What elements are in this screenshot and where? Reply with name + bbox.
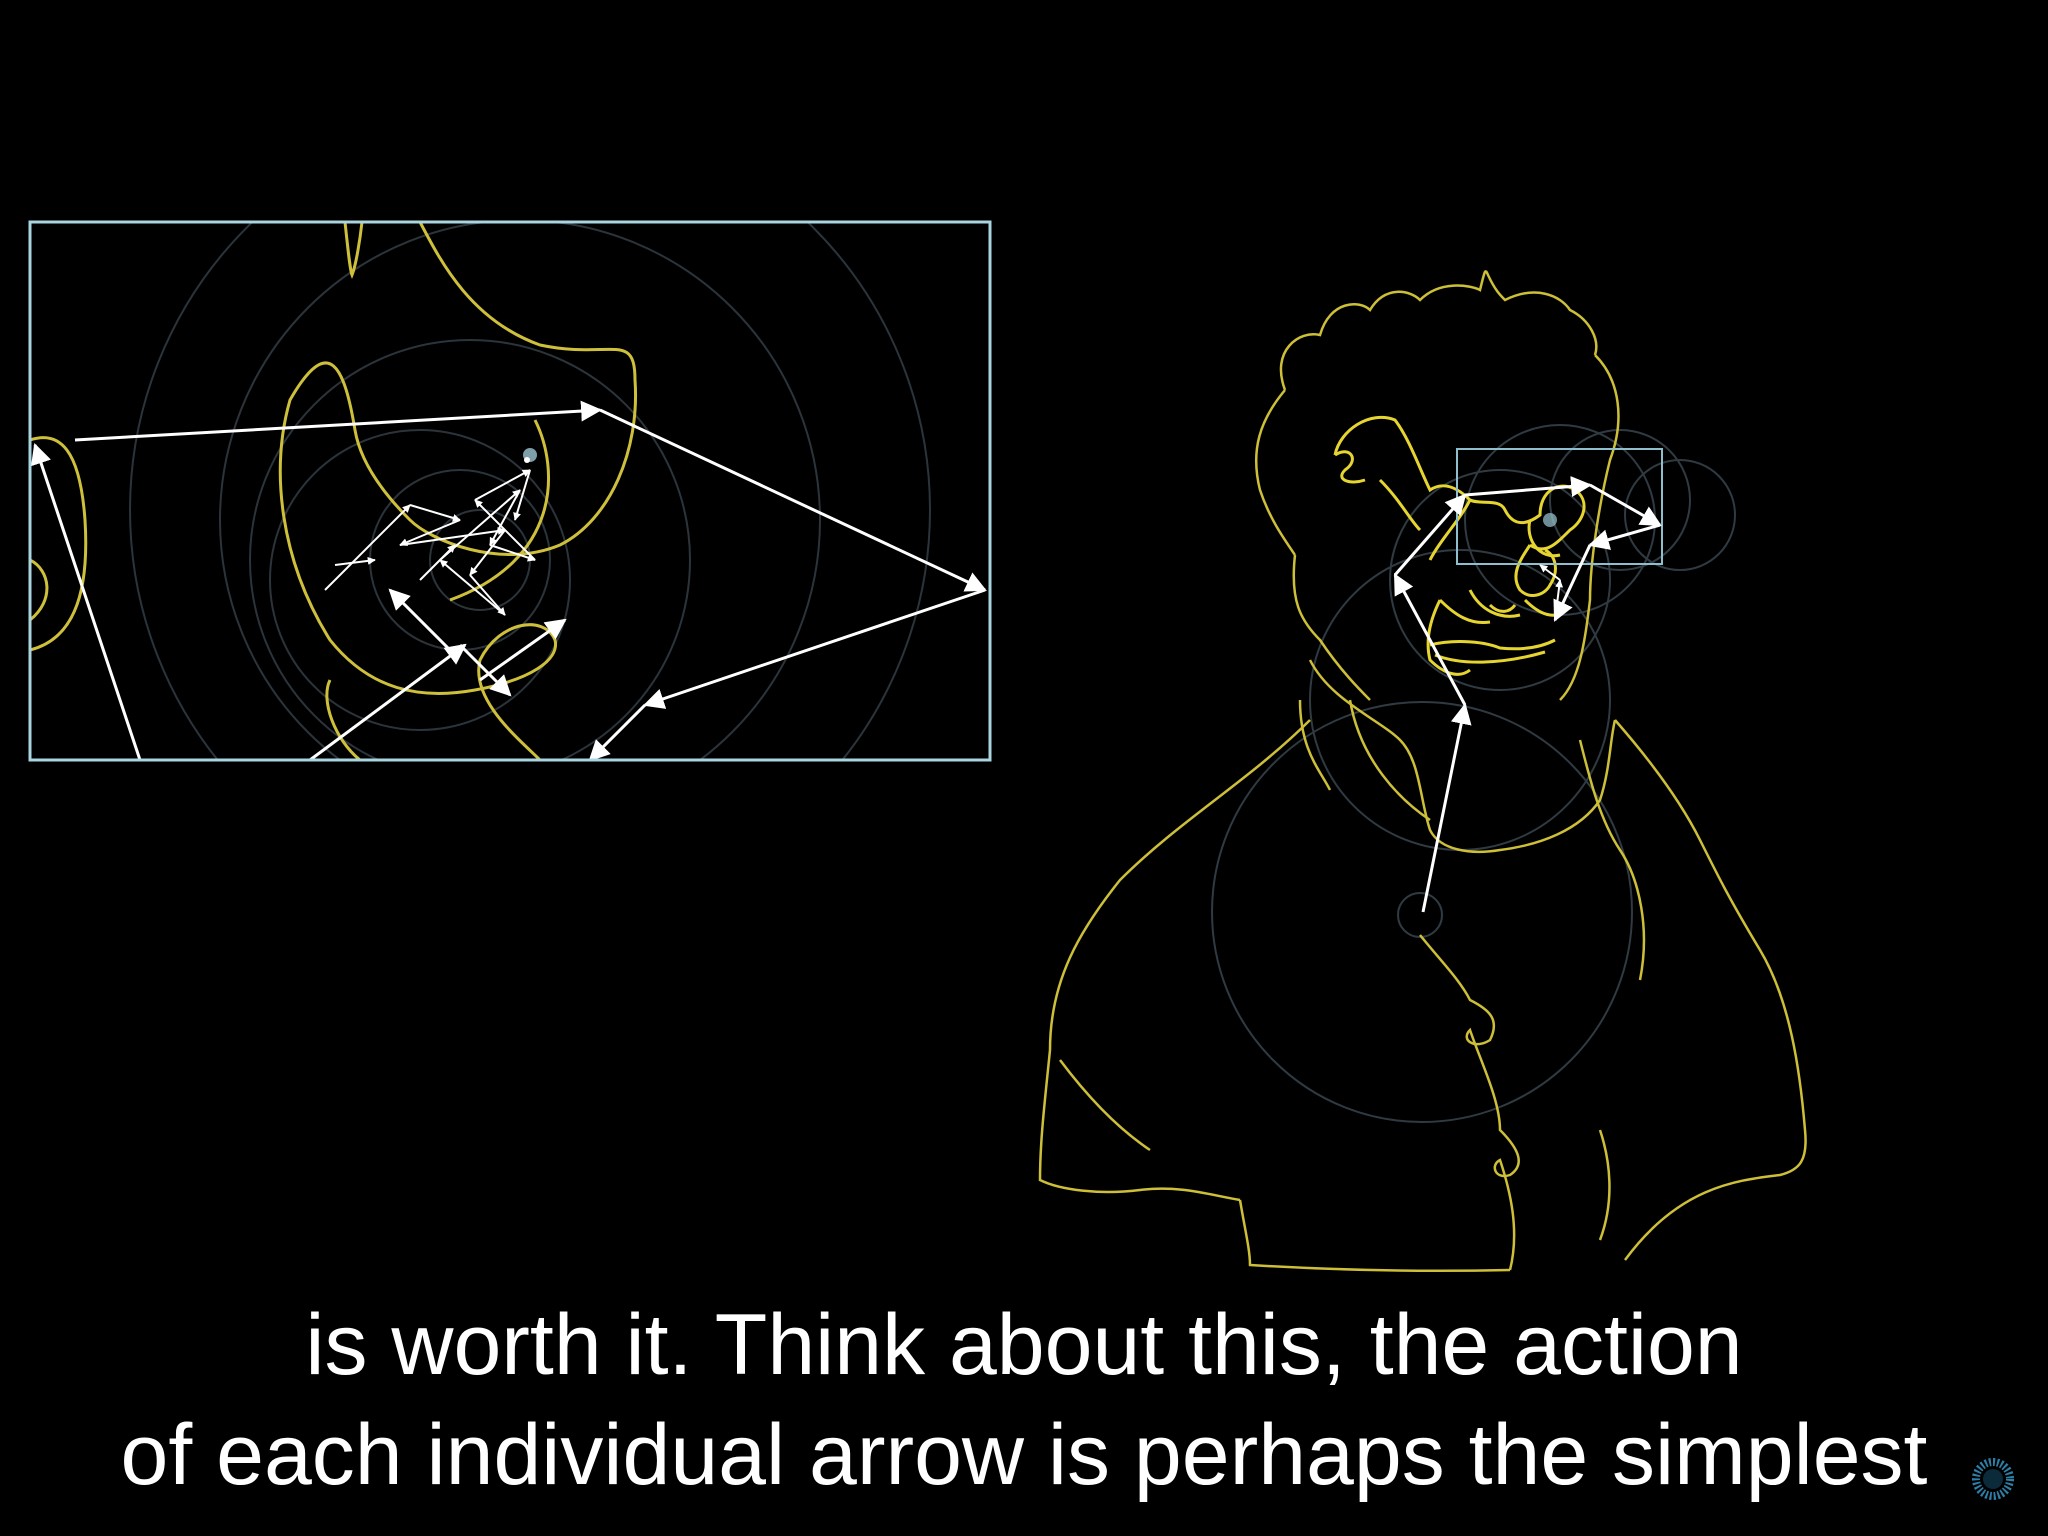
zoom-inset-frame: [28, 220, 992, 762]
loading-spinner-icon: [1972, 1458, 2014, 1500]
portrait-epicycles: [1211, 424, 1736, 1123]
subtitle-line-1: is worth it. Think about this, the actio…: [305, 1297, 1743, 1393]
inset-arrows: [31, 400, 987, 760]
portrait-arrows: [1393, 476, 1662, 913]
portrait-face-detail: [1333, 415, 1586, 676]
portrait-outline: [1038, 270, 1807, 1273]
subtitle-caption: is worth it. Think about this, the actio…: [0, 1290, 2048, 1510]
subtitle-line-2: of each individual arrow is perhaps the …: [120, 1407, 1928, 1503]
inset-outline: [30, 222, 638, 760]
inset-faint-circles: [129, 222, 931, 760]
zoom-inset-panel: [28, 220, 992, 762]
portrait-drawing: [1038, 270, 1807, 1273]
inset-small-arrows: [324, 469, 536, 616]
